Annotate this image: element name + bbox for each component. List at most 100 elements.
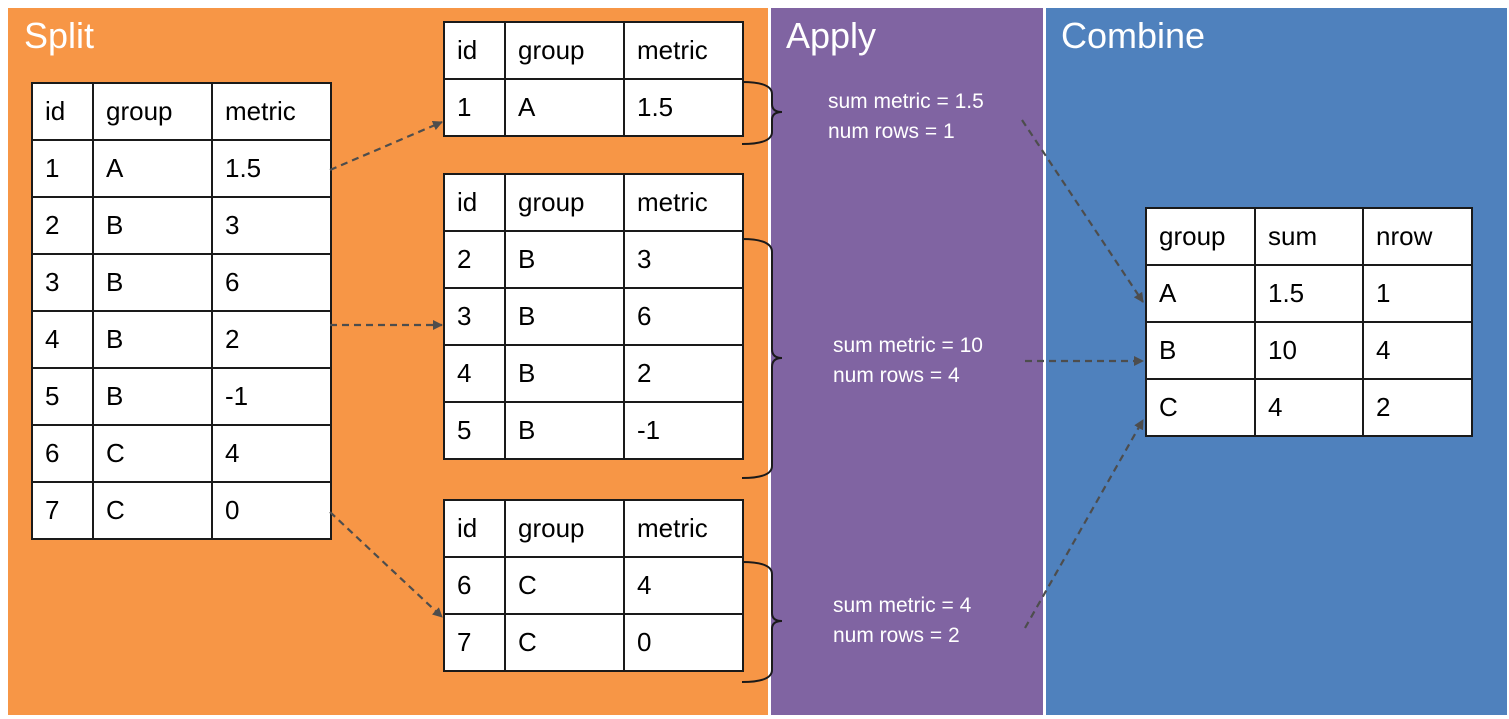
header-cell: id — [443, 21, 506, 80]
source-table: id group metric 1 A 1.5 2 B 3 3 B 6 4 B … — [31, 82, 332, 540]
table-cell: C — [504, 613, 625, 672]
table-cell: A — [92, 139, 213, 198]
split-table-c: id group metric 6 C 4 7 C 0 — [443, 499, 744, 672]
header-cell: id — [443, 173, 506, 232]
table-cell: 4 — [31, 310, 94, 369]
table-cell: 3 — [623, 230, 744, 289]
split-arrow-a — [329, 120, 443, 172]
table-cell: B — [92, 367, 213, 426]
apply-note-sum: sum metric = 4 — [833, 594, 972, 617]
table-cell: 5 — [443, 401, 506, 460]
split-title: Split — [24, 15, 95, 56]
table-cell: 7 — [31, 481, 94, 540]
table-header-row: group sum nrow — [1145, 207, 1473, 266]
table-cell: 6 — [211, 253, 332, 312]
table-cell: 2 — [31, 196, 94, 255]
apply-note-a: sum metric = 1.5 num rows = 1 — [828, 87, 984, 147]
split-arrow-c — [329, 511, 443, 618]
table-cell: -1 — [211, 367, 332, 426]
table-cell: B — [92, 253, 213, 312]
table-cell: B — [92, 310, 213, 369]
apply-note-count: num rows = 4 — [833, 364, 960, 387]
table-cell: 4 — [443, 344, 506, 403]
table-cell: 2 — [1362, 378, 1473, 437]
table-cell: 4 — [623, 556, 744, 615]
table-row: 5 B -1 — [443, 401, 744, 460]
table-cell: 4 — [1362, 321, 1473, 380]
result-table: group sum nrow A 1.5 1 B 10 4 C 4 2 — [1145, 207, 1473, 437]
apply-note-sum: sum metric = 10 — [833, 334, 983, 357]
apply-title: Apply — [786, 15, 877, 56]
table-cell: 1.5 — [1254, 264, 1364, 323]
table-row: 2 B 3 — [443, 230, 744, 289]
table-row: 2 B 3 — [31, 196, 332, 255]
header-cell: group — [504, 499, 625, 558]
apply-note-c: sum metric = 4 num rows = 2 — [833, 591, 971, 651]
apply-panel: Apply — [771, 8, 1043, 715]
table-cell: 7 — [443, 613, 506, 672]
table-cell: 0 — [211, 481, 332, 540]
table-cell: 1 — [31, 139, 94, 198]
table-cell: 4 — [211, 424, 332, 483]
table-row: 4 B 2 — [443, 344, 744, 403]
table-header-row: id group metric — [443, 173, 744, 232]
table-cell: C — [504, 556, 625, 615]
table-cell: 0 — [623, 613, 744, 672]
table-row: 1 A 1.5 — [443, 78, 744, 137]
header-cell: metric — [623, 499, 744, 558]
table-cell: 5 — [31, 367, 94, 426]
combine-arrow-c — [1024, 419, 1144, 629]
table-cell: 10 — [1254, 321, 1364, 380]
table-cell: 6 — [443, 556, 506, 615]
split-table-a: id group metric 1 A 1.5 — [443, 21, 744, 137]
table-row: 1 A 1.5 — [31, 139, 332, 198]
table-cell: 3 — [443, 287, 506, 346]
table-cell: A — [1145, 264, 1256, 323]
table-cell: A — [504, 78, 625, 137]
table-header-row: id group metric — [443, 499, 744, 558]
table-cell: 1.5 — [211, 139, 332, 198]
header-cell: metric — [211, 82, 332, 141]
table-header-row: id group metric — [31, 82, 332, 141]
table-cell: 2 — [211, 310, 332, 369]
header-cell: metric — [623, 21, 744, 80]
apply-note-count: num rows = 2 — [833, 624, 960, 647]
table-cell: 3 — [211, 196, 332, 255]
table-row: 6 C 4 — [443, 556, 744, 615]
table-header-row: id group metric — [443, 21, 744, 80]
header-cell: group — [504, 173, 625, 232]
table-cell: C — [1145, 378, 1256, 437]
table-row: 3 B 6 — [31, 253, 332, 312]
table-cell: B — [504, 344, 625, 403]
table-row: 4 B 2 — [31, 310, 332, 369]
combine-title: Combine — [1061, 15, 1206, 56]
apply-note-sum: sum metric = 1.5 — [828, 90, 984, 113]
header-cell: group — [1145, 207, 1256, 266]
table-cell: 1 — [1362, 264, 1473, 323]
table-cell: 6 — [623, 287, 744, 346]
apply-note-count: num rows = 1 — [828, 120, 955, 143]
brace-c — [741, 561, 783, 683]
table-cell: 2 — [623, 344, 744, 403]
header-cell: nrow — [1362, 207, 1473, 266]
header-cell: group — [92, 82, 213, 141]
table-cell: 1.5 — [623, 78, 744, 137]
table-cell: 2 — [443, 230, 506, 289]
table-cell: C — [92, 481, 213, 540]
split-table-b: id group metric 2 B 3 3 B 6 4 B 2 5 B -1 — [443, 173, 744, 460]
table-cell: 6 — [31, 424, 94, 483]
table-cell: B — [92, 196, 213, 255]
table-row: B 10 4 — [1145, 321, 1473, 380]
table-cell: B — [504, 230, 625, 289]
apply-note-b: sum metric = 10 num rows = 4 — [833, 331, 983, 391]
table-row: C 4 2 — [1145, 378, 1473, 437]
header-cell: id — [31, 82, 94, 141]
table-row: A 1.5 1 — [1145, 264, 1473, 323]
table-cell: 3 — [31, 253, 94, 312]
table-cell: C — [92, 424, 213, 483]
table-cell: -1 — [623, 401, 744, 460]
header-cell: id — [443, 499, 506, 558]
table-cell: 4 — [1254, 378, 1364, 437]
table-row: 7 C 0 — [443, 613, 744, 672]
